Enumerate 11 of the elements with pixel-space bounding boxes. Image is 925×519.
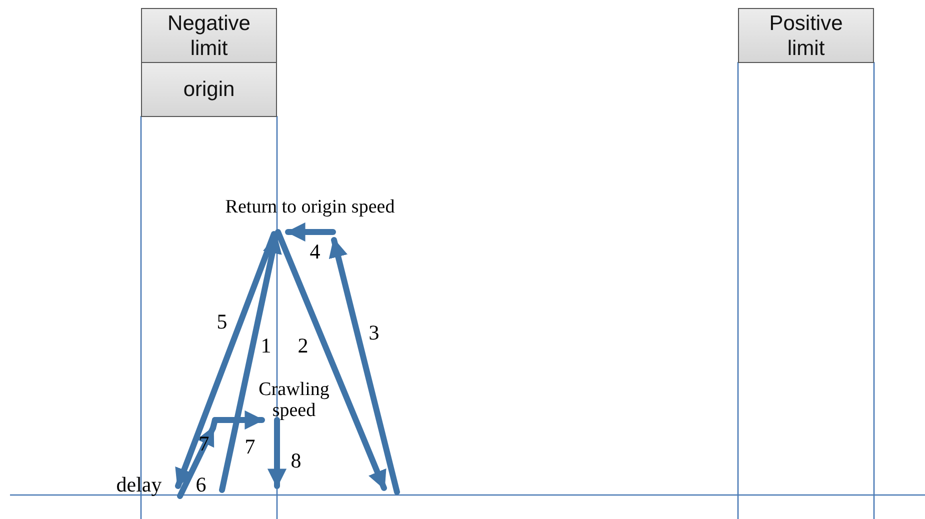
step-number: 2 [298,334,308,358]
step-number: 4 [310,240,320,264]
header-box: origin [141,62,277,117]
header-box: Positive limit [738,8,874,63]
step-number: 3 [368,322,380,344]
step-number: 6 [196,474,206,496]
step-number: 7 [244,436,256,458]
step-number: 5 [216,310,228,334]
step-number: 1 [260,334,272,358]
header-box: Negative limit [141,8,277,63]
step-number: 8 [290,450,302,472]
